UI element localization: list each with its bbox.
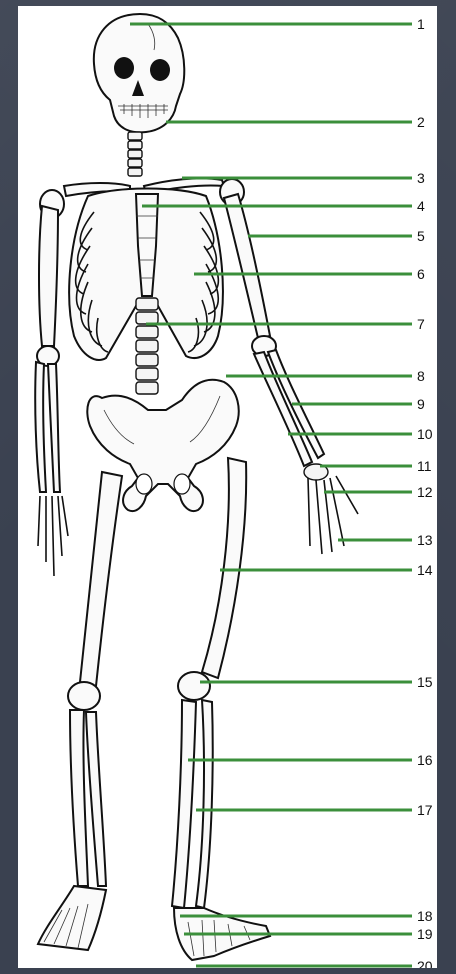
right-leg	[172, 458, 270, 960]
neck-vertebrae	[128, 132, 142, 176]
label-number-13: 13	[417, 532, 433, 548]
label-number-10: 10	[417, 426, 433, 442]
label-number-15: 15	[417, 674, 433, 690]
label-number-17: 17	[417, 802, 433, 818]
leader-lines	[130, 24, 412, 966]
label-number-19: 19	[417, 926, 433, 942]
label-number-11: 11	[417, 458, 432, 474]
label-number-9: 9	[417, 396, 425, 412]
skeleton-diagram: .b { fill:#fafafa; stroke:#111; stroke-w…	[18, 6, 437, 968]
label-number-16: 16	[417, 752, 433, 768]
label-number-20: 20	[417, 958, 433, 968]
label-number-14: 14	[417, 562, 433, 578]
label-number-5: 5	[417, 228, 425, 244]
label-number-6: 6	[417, 266, 425, 282]
label-number-1: 1	[417, 16, 425, 32]
label-number-4: 4	[417, 198, 425, 214]
skull	[94, 14, 184, 132]
left-leg	[38, 472, 122, 950]
label-number-2: 2	[417, 114, 425, 130]
lumbar-spine	[136, 298, 158, 394]
label-number-3: 3	[417, 170, 425, 186]
label-number-8: 8	[417, 368, 425, 384]
label-number-12: 12	[417, 484, 433, 500]
label-number-18: 18	[417, 908, 433, 924]
skeleton-illustration	[35, 14, 358, 960]
left-arm	[35, 206, 68, 576]
diagram-panel: .b { fill:#fafafa; stroke:#111; stroke-w…	[18, 6, 437, 968]
label-number-7: 7	[417, 316, 425, 332]
